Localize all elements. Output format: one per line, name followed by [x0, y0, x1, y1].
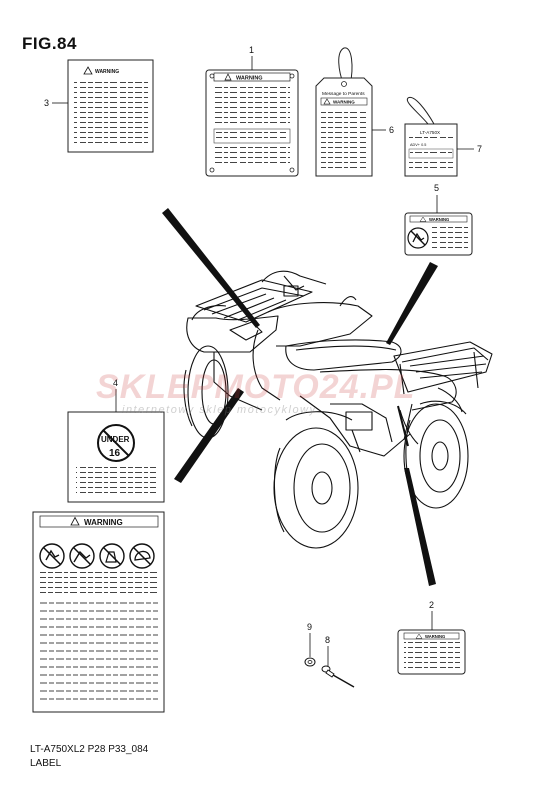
warning-icon — [70, 516, 80, 526]
label-5: WARNING — [404, 212, 473, 256]
warning-text-5: WARNING — [429, 217, 449, 222]
warning-icon — [419, 216, 427, 222]
atv-outline — [183, 270, 493, 549]
footer-label: LABEL — [30, 758, 62, 769]
tag-header-text: Message to Parents — [322, 91, 365, 97]
warning-icon — [83, 66, 93, 75]
no-passenger-icon — [407, 227, 429, 249]
under-text: UNDER — [101, 435, 130, 444]
warning-text-6: WARNING — [333, 100, 355, 105]
watermark-tagline: internetowy sklep motocyklowy — [122, 404, 317, 416]
warning-icon — [224, 73, 232, 81]
figure-title: FIG.84 — [22, 34, 77, 53]
label-6-hang-tag: Message to Parents WARNING — [315, 47, 373, 177]
tag7-title: LT-A750X — [420, 130, 440, 135]
footer-code: LT-A750XL2 P28 P33_084 — [30, 744, 149, 755]
label-4: UNDER 16 — [67, 411, 165, 503]
callout-8: 8 — [325, 635, 330, 645]
warning-text-1: WARNING — [236, 76, 263, 82]
label-2: WARNING — [397, 629, 466, 675]
label-1: WARNING — [205, 69, 299, 177]
label-7-tag: LT-A750X ADV+ 0.5 — [404, 96, 458, 177]
under-16-icon — [97, 424, 135, 462]
watermark-logo: SKLEPMOTO24.PL — [96, 368, 416, 406]
warning-text-large: WARNING — [84, 518, 123, 527]
callout-4: 4 — [113, 378, 118, 388]
label-3: WARNING — [67, 59, 154, 153]
warning-icon — [323, 98, 331, 105]
part-9-washer — [304, 657, 316, 667]
no-passenger-icon — [39, 543, 65, 569]
callout-1: 1 — [249, 45, 254, 55]
warning-text-3: WARNING — [95, 69, 119, 75]
no-drugs-alcohol-icon — [99, 543, 125, 569]
tag7-line: ADV+ 0.5 — [410, 143, 426, 147]
callout-7: 7 — [477, 144, 482, 154]
part-8-rivet — [321, 665, 355, 688]
callout-2: 2 — [429, 600, 434, 610]
callout-3: 3 — [44, 98, 49, 108]
callout-9: 9 — [307, 622, 312, 632]
warning-text-2: WARNING — [425, 634, 445, 639]
under-age-text: 16 — [109, 448, 121, 459]
callout-6: 6 — [389, 125, 394, 135]
label-4-warning-large: WARNING — [32, 511, 165, 713]
warning-icon — [415, 633, 423, 639]
callout-5: 5 — [434, 183, 439, 193]
helmet-required-icon — [129, 543, 155, 569]
no-pavement-icon — [69, 543, 95, 569]
